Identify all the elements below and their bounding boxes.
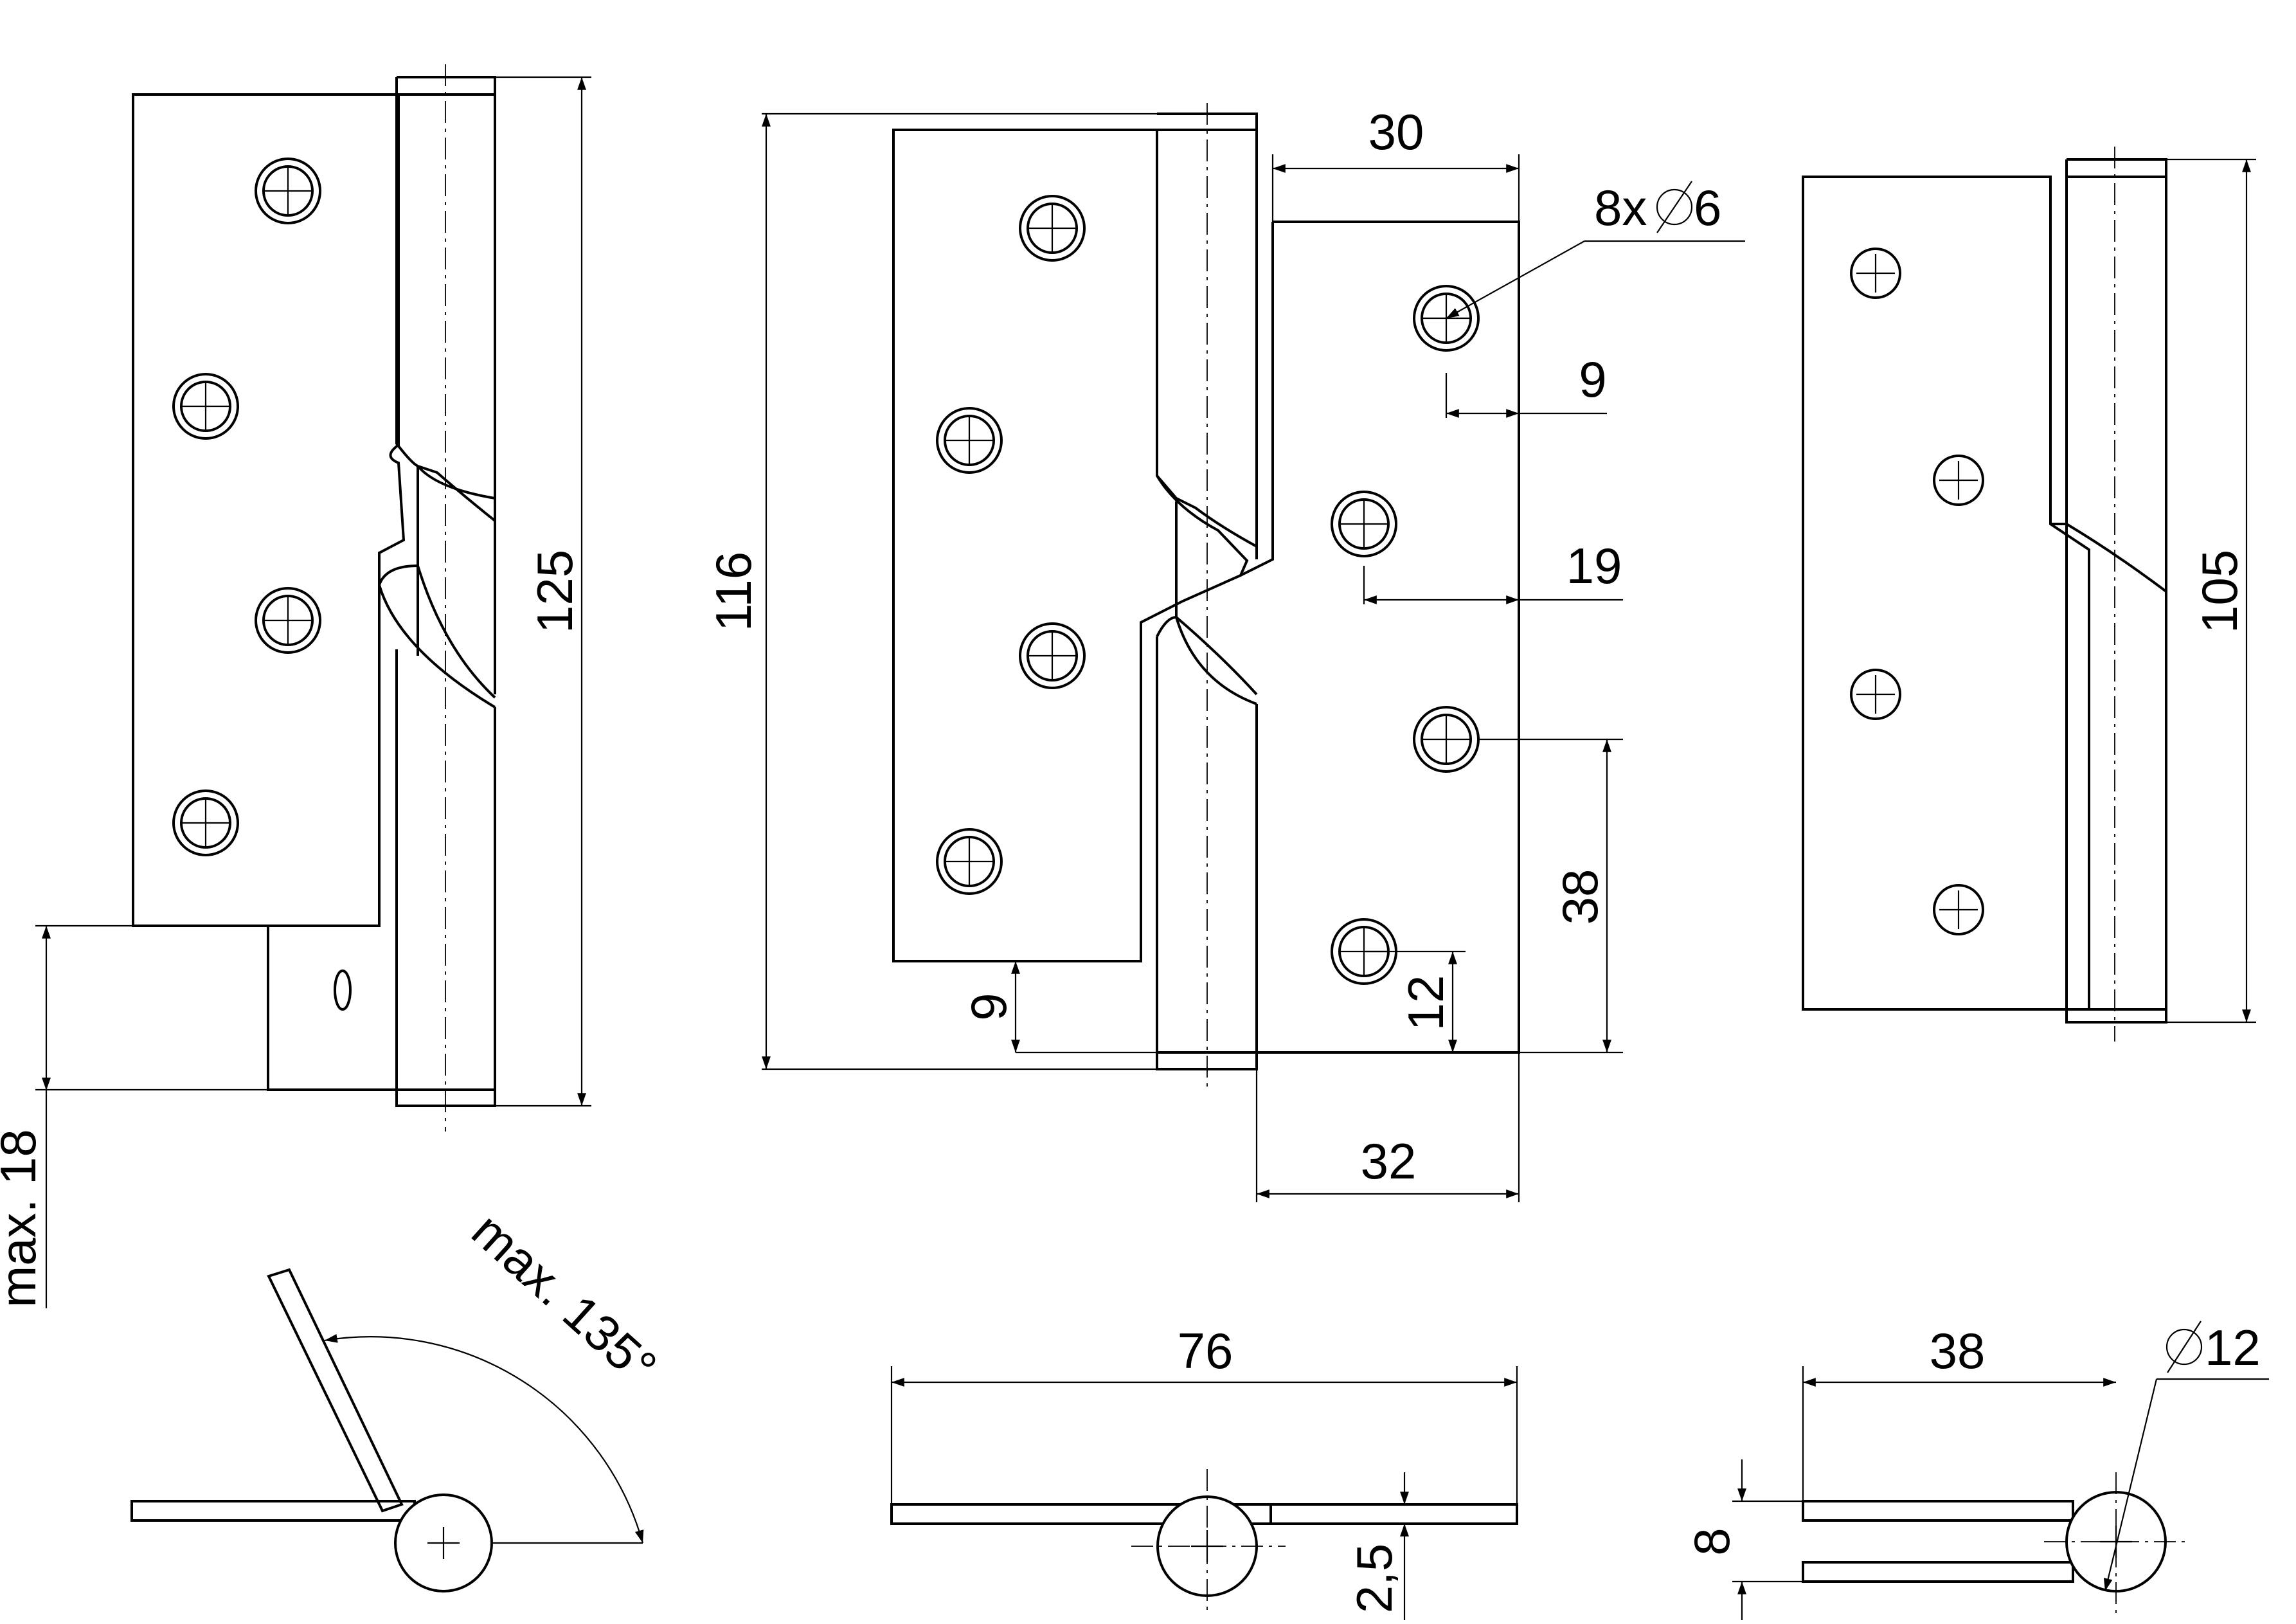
dim-32: 32 [1361,1133,1417,1189]
right-hole-1 [1850,248,1901,299]
dim-38-closed: 38 [1930,1322,1986,1379]
dim-12-diameter: 12 [2205,1319,2261,1376]
center-hole-3 [1019,622,1086,689]
dim-hole-diameter: 6 [1694,179,1721,236]
center-hole-4 [936,828,1003,895]
center-hole-6 [1331,491,1397,557]
flat-view: 76 2,5 [890,1322,1518,1620]
right-hole-3 [1850,669,1901,720]
right-hole-2 [1933,455,1984,506]
right-hinge-view: 105 [1802,147,2256,1042]
dim-76: 76 [1178,1322,1233,1379]
closed-view: 38 12 8 [1683,1319,2269,1620]
diameter-symbol-icon [2166,1321,2203,1373]
center-hole-5 [1413,285,1480,352]
dim-8: 8 [1683,1528,1740,1555]
dim-2-5: 2,5 [1346,1544,1403,1613]
grease-slot [334,970,352,1011]
left-hole-1 [255,158,321,224]
dim-max-18: max. 18 [0,1129,46,1307]
dim-max-135: max. 135° [462,1202,667,1395]
dim-105: 105 [2191,550,2248,633]
dim-9-edge: 9 [1579,351,1606,408]
dim-125: 125 [526,550,583,633]
dim-38-spacing: 38 [1552,869,1608,925]
left-hinge-view: 125 max. 18 [0,64,591,1308]
right-hole-4 [1933,884,1984,935]
center-hole-2 [936,407,1003,474]
left-hole-4 [172,789,239,856]
dim-30: 30 [1368,104,1424,160]
center-hinge-view: 116 30 8x 6 9 19 38 12 [705,103,1745,1202]
left-hole-2 [172,373,239,440]
center-hole-1 [1019,195,1086,262]
center-hole-7 [1413,706,1480,773]
left-hole-3 [255,587,321,654]
dim-hole-count: 8x [1594,179,1647,236]
dim-9-bottom: 9 [960,993,1017,1020]
diameter-symbol-icon [1656,181,1693,233]
angle-view: max. 135° [130,1202,667,1592]
dim-116: 116 [705,552,762,631]
dim-12-bottom: 12 [1397,975,1454,1031]
dim-19: 19 [1566,537,1622,594]
